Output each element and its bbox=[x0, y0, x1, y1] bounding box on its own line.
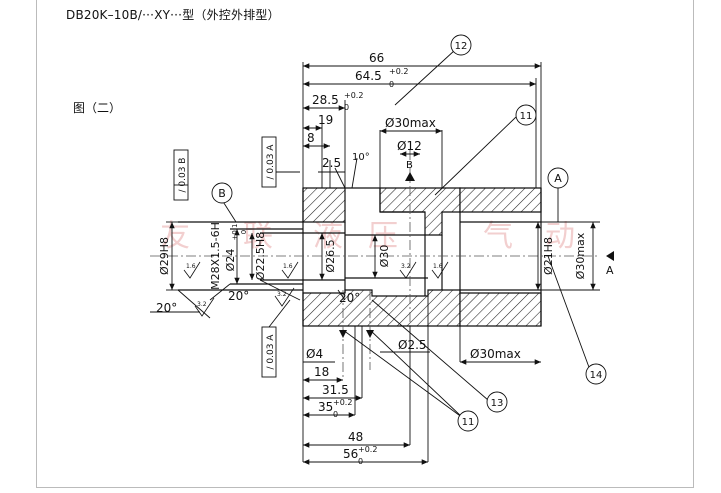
dim-d4: Ø4 bbox=[306, 347, 323, 361]
svg-text:11: 11 bbox=[520, 111, 533, 122]
dim-30: Ø30 bbox=[378, 245, 391, 268]
balloon-leaders bbox=[221, 49, 591, 419]
balloon-12: 12 bbox=[450, 34, 472, 56]
dim-24-tol: +0.1 bbox=[231, 224, 239, 241]
datum-a: A bbox=[547, 167, 569, 189]
dim-35-tol: +0.2 bbox=[333, 398, 352, 407]
roughness-symbol-2: 1.6 bbox=[281, 261, 299, 279]
svg-text:11: 11 bbox=[462, 417, 475, 428]
datum-a-arrow-label: A bbox=[606, 264, 614, 277]
bore-outline bbox=[178, 188, 542, 326]
dim-64-5-sub: 0 bbox=[389, 80, 394, 89]
dim-22-5H8: Ø22.5H8 bbox=[254, 232, 267, 280]
roughness-symbol-6: 3.2 bbox=[274, 287, 295, 307]
dim-35: 35 bbox=[318, 400, 333, 414]
datum-b: B bbox=[211, 182, 233, 204]
tolerance-frame-top: / 0.03 B bbox=[173, 149, 189, 201]
dim-28-5: 28.5 bbox=[312, 93, 339, 107]
watermark: 友 联 液 压 气 动 bbox=[160, 219, 575, 254]
part-balloons: 12 11 14 13 11 bbox=[450, 34, 607, 432]
dim-26-5: Ø26.5 bbox=[324, 239, 337, 272]
dim-20-deg-c: 20° bbox=[339, 291, 360, 305]
dimension-lines bbox=[169, 63, 596, 465]
dim-28-5-tol: +0.2 bbox=[344, 91, 363, 100]
dim-30max-top: Ø30max bbox=[385, 116, 436, 130]
dim-19: 19 bbox=[318, 113, 333, 127]
dim-24-sub: 0 bbox=[240, 230, 248, 234]
watermark-char: 液 bbox=[313, 219, 343, 254]
balloon-13: 13 bbox=[486, 391, 508, 413]
dim-8: 8 bbox=[307, 131, 315, 145]
balloon-11-bottom: 11 bbox=[457, 410, 479, 432]
datum-b-small-label: B bbox=[406, 160, 413, 171]
dim-66: 66 bbox=[369, 51, 384, 65]
tolerance-frames: / 0.03 B / 0.03 A / 0.03 A bbox=[173, 136, 300, 378]
dim-35-sub: 0 bbox=[333, 410, 338, 419]
datum-a-arrow: A bbox=[606, 251, 614, 277]
balloon-14: 14 bbox=[585, 363, 607, 385]
dim-18: 18 bbox=[314, 365, 329, 379]
dim-30max-bottom: Ø30max bbox=[470, 347, 521, 361]
dim-10-deg: 10° bbox=[352, 152, 370, 163]
dim-29H8: Ø29H8 bbox=[158, 237, 171, 275]
svg-text:3.2: 3.2 bbox=[277, 291, 287, 298]
svg-text:12: 12 bbox=[455, 41, 468, 52]
balloon-11-top: 11 bbox=[515, 104, 537, 126]
svg-text:14: 14 bbox=[590, 370, 603, 381]
datum-labels: A B bbox=[211, 167, 569, 204]
dim-64-5: 64.5 bbox=[355, 69, 382, 83]
dim-31-5: 31.5 bbox=[322, 383, 349, 397]
angle-leaders bbox=[150, 157, 358, 319]
dim-20-deg-mid: 20° bbox=[228, 289, 249, 303]
dim-20-deg-left: 20° bbox=[156, 301, 177, 315]
watermark-char: 动 bbox=[545, 219, 575, 254]
dim-24: Ø24 bbox=[224, 249, 237, 272]
tolerance-frame-mid: / 0.03 A bbox=[261, 136, 300, 188]
watermark-char: 气 bbox=[483, 219, 513, 254]
svg-text:1.6: 1.6 bbox=[186, 263, 196, 270]
surface-roughness: 1.6 1.6 3.2 1.6 3.2 3.2 bbox=[183, 261, 449, 317]
roughness-symbol-1: 1.6 bbox=[183, 261, 201, 279]
svg-text:/ 0.03 B: / 0.03 B bbox=[178, 158, 188, 193]
watermark-char: 联 bbox=[243, 219, 273, 254]
section-hatching bbox=[302, 187, 542, 327]
dim-30max-right: Ø30max bbox=[574, 232, 587, 279]
svg-text:3.2: 3.2 bbox=[401, 263, 411, 270]
dim-56-sub: 0 bbox=[358, 457, 363, 466]
dim-d2-5: Ø2.5 bbox=[398, 338, 427, 352]
dim-56: 56 bbox=[343, 447, 358, 461]
svg-text:13: 13 bbox=[491, 398, 504, 409]
figure-label: 图（二） bbox=[73, 101, 122, 115]
watermark-char: 友 bbox=[160, 219, 190, 254]
dimension-texts: 66 64.5 +0.2 0 28.5 +0.2 0 19 8 2.5 10° … bbox=[156, 51, 587, 466]
dim-12: Ø12 bbox=[397, 139, 422, 153]
svg-text:1.6: 1.6 bbox=[283, 263, 293, 270]
dim-56-tol: +0.2 bbox=[358, 445, 377, 454]
page-frame-left bbox=[36, 0, 37, 487]
roughness-symbol-3: 3.2 bbox=[194, 297, 215, 317]
dim-2-5: 2.5 bbox=[322, 156, 341, 170]
bore-markers bbox=[339, 330, 374, 338]
svg-text:/ 0.03 A: / 0.03 A bbox=[266, 334, 276, 370]
roughness-symbol-4: 1.6 bbox=[431, 261, 449, 279]
dim-21H8: Ø21H8 bbox=[542, 237, 555, 275]
tolerance-frame-bottom: / 0.03 A bbox=[261, 299, 291, 378]
roughness-symbol-5: 3.2 bbox=[399, 261, 417, 279]
dim-48: 48 bbox=[348, 430, 363, 444]
drawing-title: DB20K–10B/···XY···型（外控外排型） bbox=[66, 8, 280, 22]
dim-m28: M28X1.5-6H bbox=[209, 222, 222, 290]
datum-b-marker: B bbox=[405, 160, 415, 181]
svg-text:1.6: 1.6 bbox=[433, 263, 443, 270]
dim-64-5-tol: +0.2 bbox=[389, 67, 408, 76]
svg-text:/ 0.03 A: / 0.03 A bbox=[266, 144, 276, 180]
svg-text:3.2: 3.2 bbox=[197, 301, 207, 308]
svg-text:B: B bbox=[218, 187, 226, 200]
page-frame-bottom bbox=[36, 487, 694, 488]
svg-text:A: A bbox=[554, 172, 562, 185]
page-frame-right bbox=[693, 0, 694, 487]
dim-28-5-sub: 0 bbox=[344, 103, 349, 112]
